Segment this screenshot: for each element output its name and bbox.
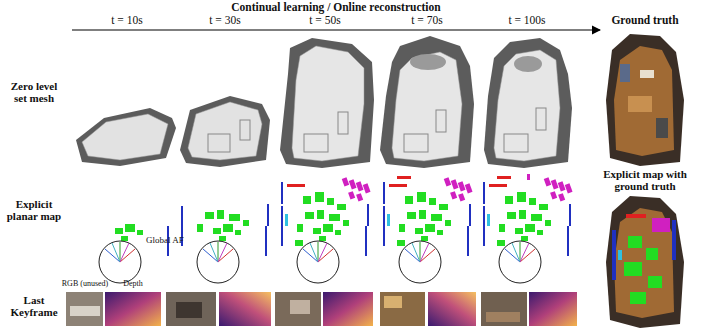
keyframe-images-part [219,292,271,326]
zero-level-set-meshes-part [514,56,542,72]
zero-level-set-meshes-part [240,120,250,140]
ground-truth-room-part [640,70,654,78]
ground-truth-map-overlay-part [626,214,646,218]
keyframe-images-part [66,292,103,326]
ground-truth-map-overlay-part [630,292,646,304]
zero-level-set-meshes-part [404,134,428,152]
ground-truth-map-overlay-part [614,208,674,318]
zero-level-set-meshes-part [208,134,230,152]
keyframe-images [0,284,706,330]
ground-truth-map-overlay-part [648,276,662,288]
explicit-planar-maps-part [281,177,371,256]
keyframe-images-part [176,302,202,318]
time-label: t = 100s [508,14,545,27]
image-label: Depth [123,280,143,289]
time-axis-arrow [72,30,600,31]
explicit-planar-maps-part-part [483,177,573,256]
zero-level-set-meshes-part [380,36,474,168]
global-axis-frames-part-part [499,241,541,283]
global-axis-frames-part [99,241,141,283]
global-axis-frames-part-part [197,241,239,283]
column-heading: Ground truth [611,14,678,27]
keyframe-images-part [481,292,527,326]
global-axis-frames [99,241,541,283]
ground-truth-map-overlay-part [628,236,642,248]
time-label: t = 30s [209,14,240,27]
ground-truth-map-overlay [606,196,684,328]
explicit-planar-maps-part-part [281,177,371,256]
zero-level-set-meshes-part [494,50,560,161]
explicit-planar-maps [115,174,573,256]
zero-level-set-meshes-part [180,96,270,167]
explicit-planar-maps-part-part [397,176,411,179]
zero-level-set-meshes [76,36,572,168]
ground-truth-room-part [656,118,668,138]
ground-truth-room [606,34,684,166]
ground-truth-room-part [620,64,630,82]
global-axis-frames-part [399,241,441,283]
global-axis-frames-part [197,241,239,283]
ground-truth-map-overlay-part [606,196,684,328]
explicit-planar-maps-part-part [383,177,473,256]
keyframe-images-part [486,312,520,322]
ground-truth-room-part [614,46,674,156]
zero-level-set-meshes-part [484,38,572,168]
global-axis-frames-part-part [399,241,441,283]
ground-truth-room-part [606,34,684,166]
ground-truth-map-overlay-part [624,262,642,276]
ground-truth-room-part [628,96,652,112]
zero-level-set-meshes-part [82,114,168,160]
keyframe-images-part [428,292,476,326]
global-axis-frames-part [297,241,339,283]
row-heading: Last Keyframe [3,294,65,318]
zero-level-set-meshes-part [304,134,328,152]
row-heading: Zero level set mesh [3,80,65,104]
zero-level-set-meshes-part [76,108,176,166]
keyframe-images-part [166,292,216,326]
keyframe-images-part [384,296,402,308]
keyframe-images-part [290,300,310,314]
explicit-planar-maps-part [383,176,473,256]
zero-level-set-meshes-part [338,112,348,134]
ground-truth-map-overlay-part [672,220,676,260]
keyframe-images-part [275,292,321,326]
column-heading: Explicit map with ground truth [590,168,700,192]
time-label: t = 70s [411,14,442,27]
image-label: RGB (unused) [62,280,108,289]
ground-truth-map-overlay-part [646,248,658,260]
explicit-planar-maps-part [483,174,573,256]
time-axis-arrow-part [72,29,600,30]
zero-level-set-meshes-part [504,134,528,152]
zero-level-set-meshes-part [536,108,546,130]
global-axis-frames-part-part [297,241,339,283]
row-heading: Explicit planar map [3,198,65,222]
axis-title: Continual learning / Online reconstructi… [231,1,440,14]
keyframe-images-part [70,306,100,316]
zero-level-set-meshes-part [392,52,462,161]
keyframe-images-part [105,292,161,326]
zero-level-set-meshes-part [188,102,262,160]
explicit-planar-maps-part-part [497,176,511,179]
zero-level-set-meshes-part [436,110,446,132]
keyframe-images-part [323,292,373,326]
ground-truth-map-overlay-part [652,218,670,232]
keyframe-images-part [0,284,706,330]
frame-label: Global AF [146,236,184,246]
zero-level-set-meshes-part [410,54,446,70]
zero-level-set-meshes-part [292,46,364,161]
time-label: t = 50s [309,14,340,27]
ground-truth-map-overlay-part [618,250,622,260]
keyframe-images-part [529,292,577,326]
explicit-planar-maps-part-part [527,174,530,180]
ground-truth-map-overlay-part [612,230,616,280]
keyframe-images-part [380,292,425,326]
zero-level-set-meshes-part [280,38,374,168]
time-label: t = 10s [111,14,142,27]
global-axis-frames-part-part [99,241,141,283]
global-axis-frames-part [499,241,541,283]
